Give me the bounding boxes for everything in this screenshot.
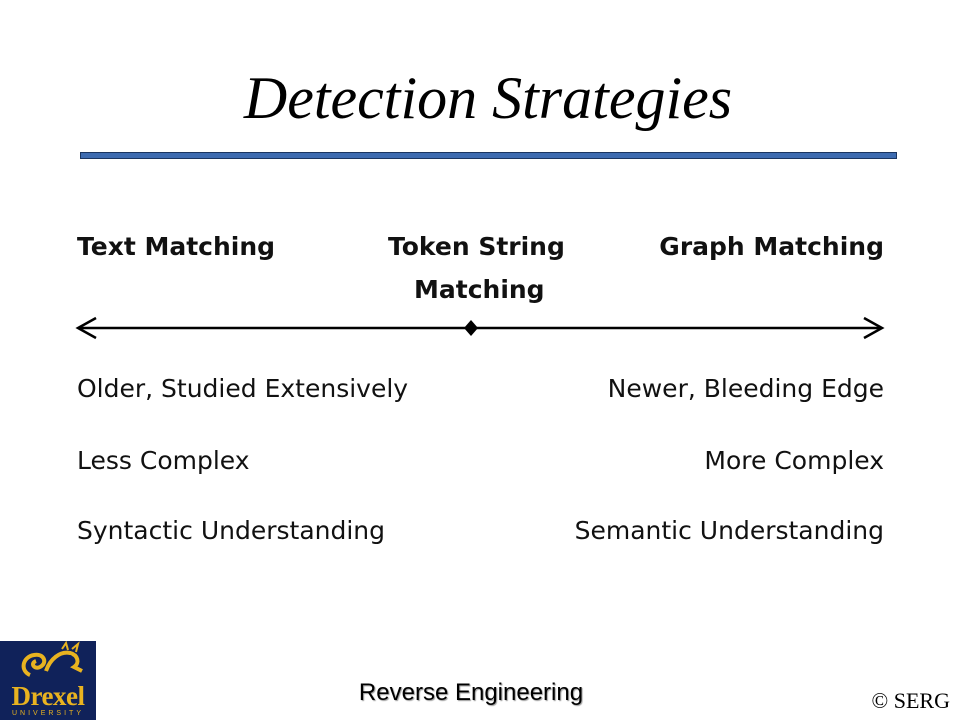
row-1-left: Less Complex — [77, 446, 250, 475]
middle-label-line1: Token String — [388, 232, 565, 261]
right-label: Graph Matching — [659, 232, 884, 261]
left-arrowhead-icon — [75, 316, 97, 340]
row-0-right: Newer, Bleeding Edge — [607, 374, 884, 403]
left-label: Text Matching — [77, 232, 276, 261]
dragon-icon — [21, 641, 83, 677]
row-1-right: More Complex — [704, 446, 884, 475]
right-arrowhead-icon — [863, 316, 885, 340]
footer-copyright: © SERG — [871, 688, 950, 713]
middle-label-line2: Matching — [414, 275, 545, 304]
logo-subtitle: UNIVERSITY — [11, 710, 84, 717]
row-2-left: Syntactic Understanding — [77, 516, 386, 545]
slide-title: Detection Strategies — [243, 65, 733, 131]
row-0-left: Older, Studied Extensively — [77, 374, 409, 403]
midpoint-diamond-icon — [464, 320, 478, 336]
drexel-logo: Drexel UNIVERSITY — [0, 641, 96, 720]
row-2-right: Semantic Understanding — [574, 516, 884, 545]
title-underline — [80, 152, 897, 159]
footer-course-title: Reverse Engineering — [358, 679, 584, 706]
logo-wordmark: Drexel — [11, 681, 85, 711]
